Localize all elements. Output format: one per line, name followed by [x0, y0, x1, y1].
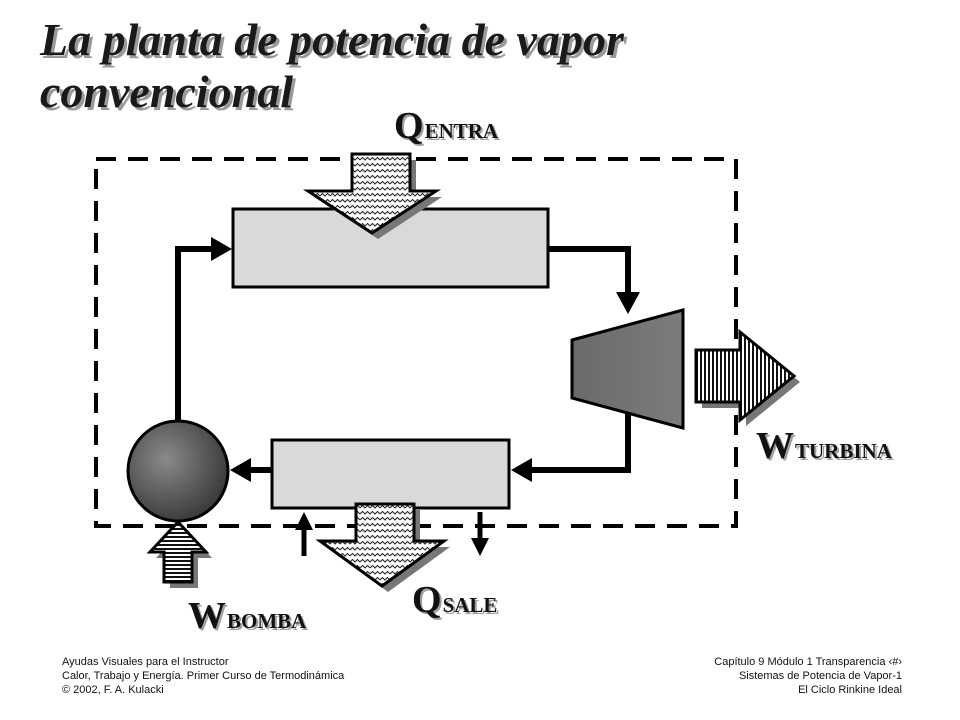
arrowhead-to-turbine	[616, 292, 640, 314]
footer-left-line-3: © 2002, F. A. Kulacki	[62, 684, 164, 696]
footer-left: Ayudas Visuales para el Instructor Calor…	[62, 655, 344, 697]
turbine-work-arrow	[694, 328, 800, 426]
heat-out-arrow	[315, 502, 450, 592]
footer-left-line-2: Calor, Trabajo y Energía. Primer Curso d…	[62, 670, 345, 682]
footer-right-line-1: Capítulo 9 Módulo 1 Transparencia ‹#›	[714, 656, 902, 668]
arrowhead-to-boiler	[211, 237, 232, 261]
slide-number: ‹#›	[888, 656, 902, 668]
coolant-in-arrow	[295, 512, 313, 556]
pipe-pump-to-boiler	[175, 246, 215, 425]
label-w-bomba: WBOMBA	[188, 595, 307, 637]
heat-in-arrow	[302, 152, 442, 239]
pump-work-arrow	[146, 519, 212, 588]
slide-title: La planta de potencia de vapor convencio…	[40, 14, 624, 118]
pipe-turbine-to-condenser	[532, 414, 631, 473]
pipe-boiler-to-turbine	[548, 246, 631, 296]
footer-right: Capítulo 9 Módulo 1 Transparencia ‹#› Si…	[714, 655, 902, 697]
turbine	[570, 308, 685, 430]
footer-right-line-2: Sistemas de Potencia de Vapor-1	[738, 670, 902, 682]
label-w-turbina: WTURBINA	[756, 425, 892, 467]
condenser	[270, 438, 511, 510]
title-line-2: convencional	[40, 66, 293, 117]
footer-right-line-3: El Ciclo Rinkine Ideal	[798, 684, 902, 696]
arrowhead-to-condenser	[511, 458, 532, 482]
coolant-out-arrow	[471, 512, 489, 556]
footer-left-line-1: Ayudas Visuales para el Instructor	[62, 656, 229, 668]
label-q-entra: QENTRA	[394, 105, 499, 147]
label-q-sale: QSALE	[412, 579, 498, 621]
pipes	[175, 246, 631, 473]
pump	[126, 419, 230, 523]
arrowhead-to-pump	[230, 458, 251, 482]
title-line-1: La planta de potencia de vapor	[40, 14, 624, 65]
